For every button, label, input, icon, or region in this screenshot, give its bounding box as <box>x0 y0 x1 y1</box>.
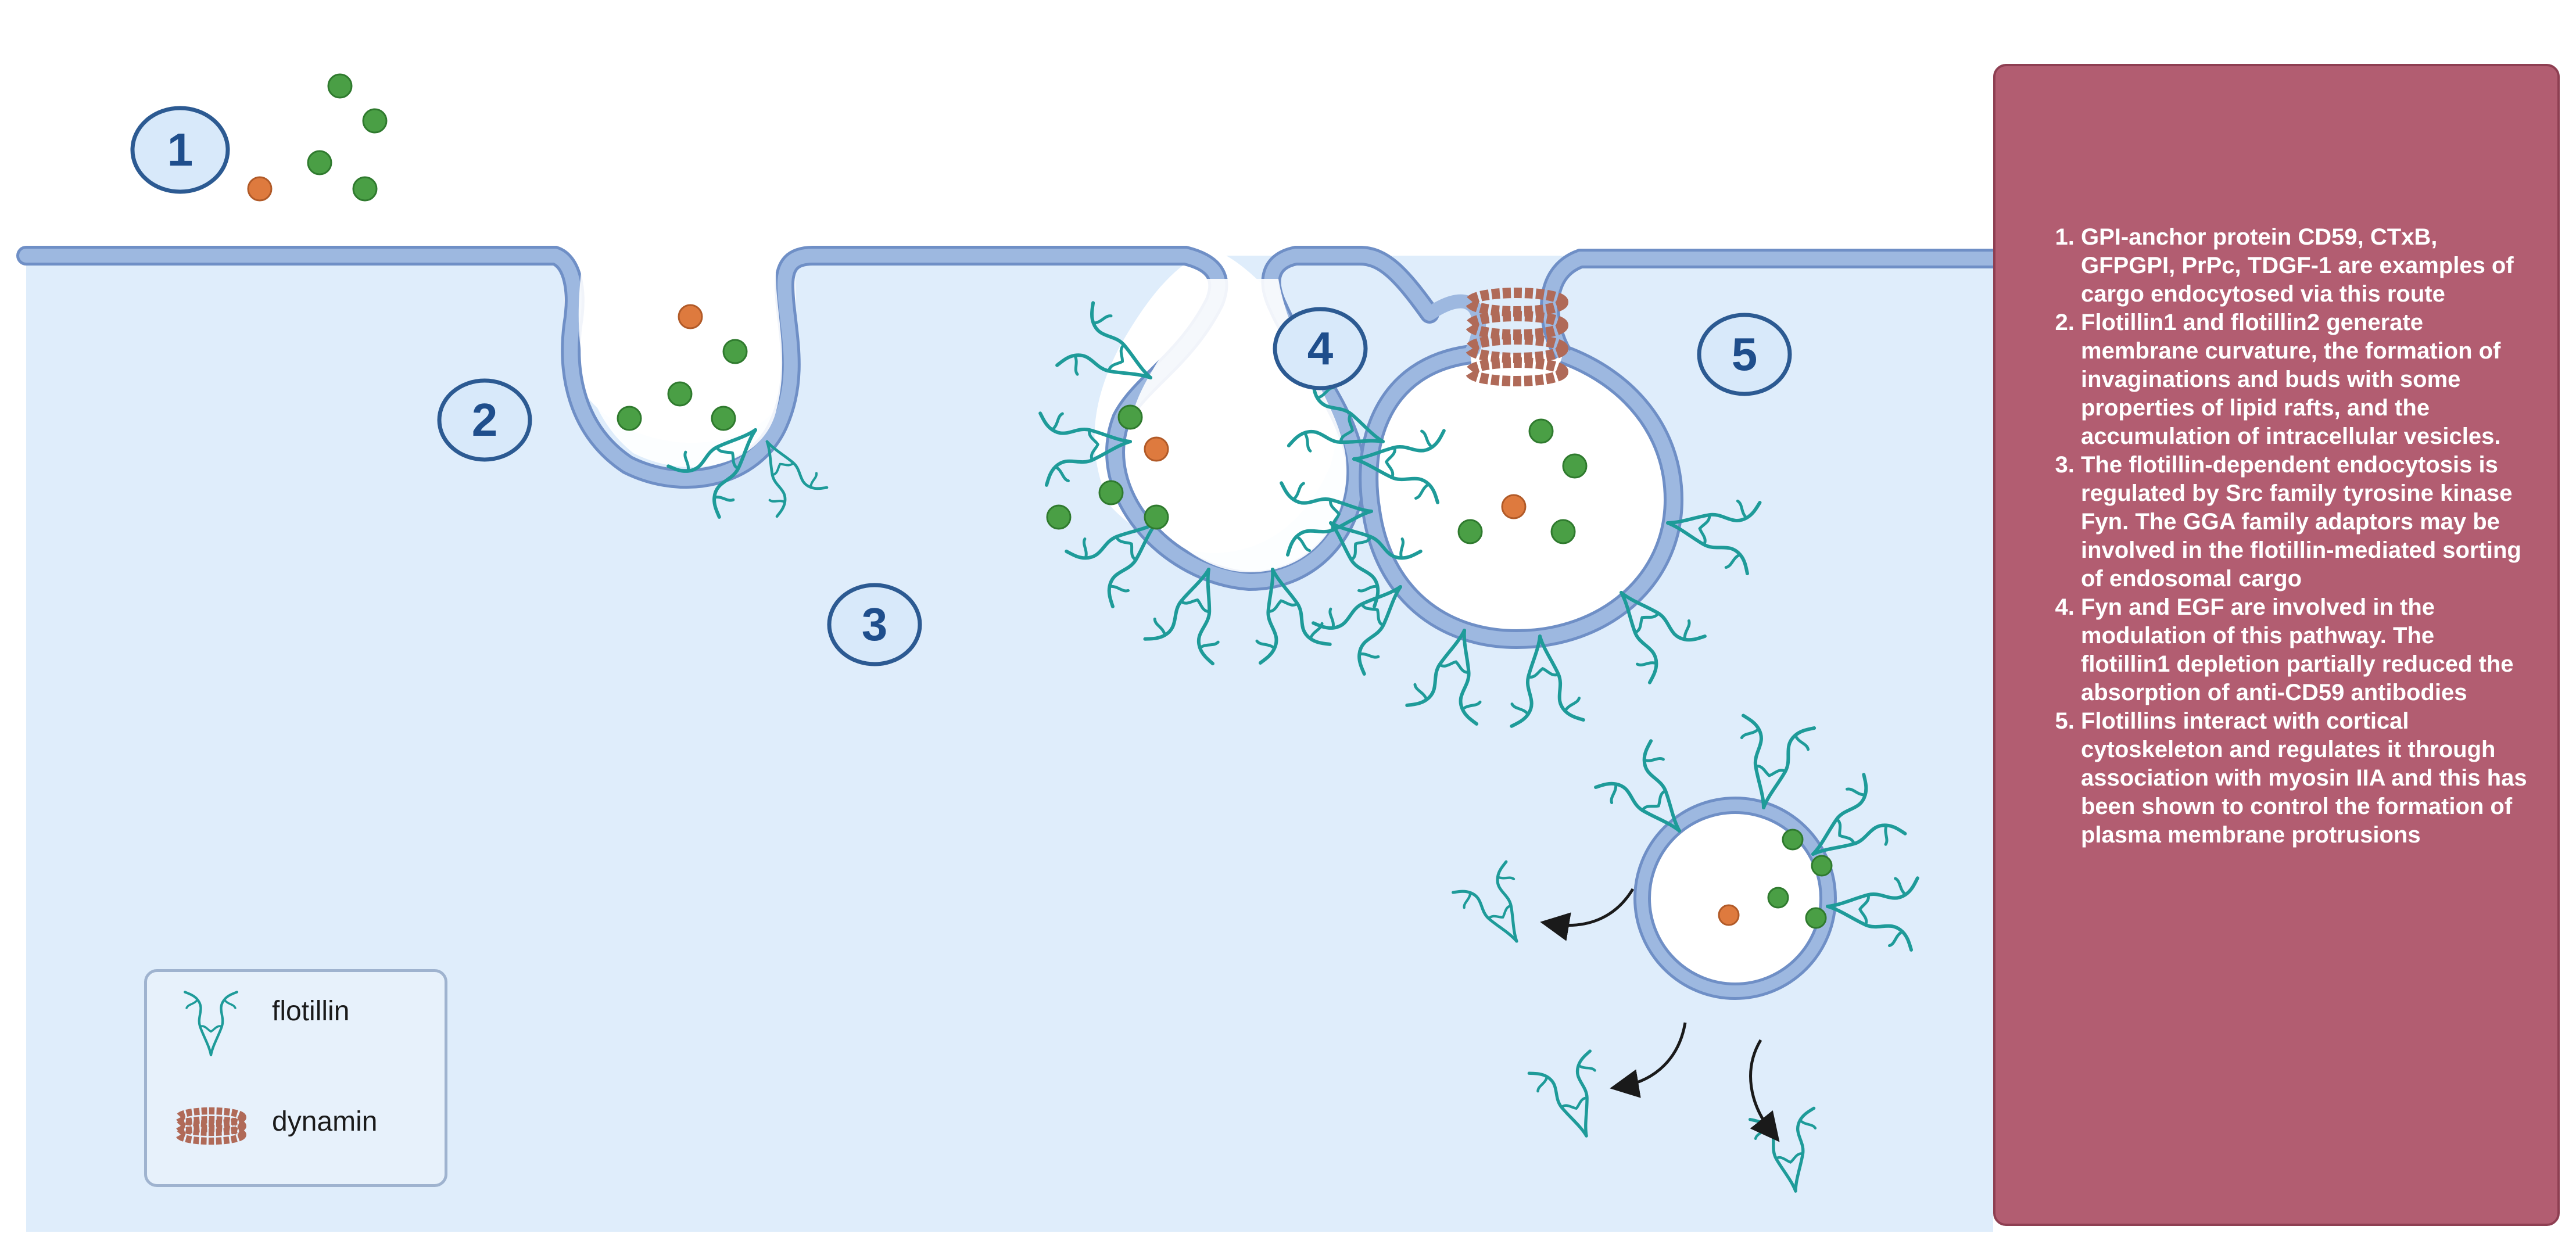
step-4-label: 4 <box>1307 322 1334 374</box>
note-item: GPI-anchor protein CD59, CTxB, GFPGPI, P… <box>2081 223 2528 309</box>
legend-flotillin-label: flotillin <box>272 996 350 1027</box>
note-item: Flotillin1 and flotillin2 generate membr… <box>2081 309 2528 451</box>
arrow-icon <box>1540 888 1635 941</box>
cargo-green <box>617 406 642 431</box>
step-2-badge: 2 <box>437 378 532 462</box>
cargo-orange <box>678 304 703 329</box>
cargo-green <box>352 176 378 202</box>
arrow-icon <box>1610 1022 1687 1098</box>
flotillin-icon <box>164 984 257 1059</box>
note-item: The flotillin-dependent endocytosis is r… <box>2081 451 2528 593</box>
cargo-green <box>362 108 388 134</box>
note-item: Fyn and EGF are involved in the modulati… <box>2081 593 2528 707</box>
step-1-badge: 1 <box>130 106 230 194</box>
cargo-green <box>1767 887 1789 909</box>
cargo-orange <box>1144 436 1169 462</box>
note-item: Flotillins interact with cortical cytosk… <box>2081 707 2528 849</box>
step-1-label: 1 <box>167 124 194 175</box>
legend: flotillin dynamin <box>144 969 447 1187</box>
cargo-green <box>1562 453 1588 479</box>
cargo-green <box>711 406 736 431</box>
step-5-label: 5 <box>1732 328 1758 380</box>
cargo-green <box>327 73 353 99</box>
cargo-green <box>1805 907 1827 929</box>
cargo-green <box>1811 855 1833 877</box>
step-5-badge: 5 <box>1697 313 1792 396</box>
cargo-green <box>1782 829 1804 851</box>
cargo-orange <box>1501 494 1527 519</box>
step-2-label: 2 <box>472 394 498 446</box>
cargo-green <box>1144 504 1169 530</box>
cargo-orange <box>247 176 273 202</box>
cargo-green <box>1528 418 1554 444</box>
notes-list: GPI-anchor protein CD59, CTxB, GFPGPI, P… <box>2051 223 2528 849</box>
cargo-green <box>1550 519 1576 544</box>
dynamin-icon <box>173 1100 249 1152</box>
arrow-icon <box>1749 1039 1780 1142</box>
cargo-green <box>1117 404 1143 430</box>
legend-dynamin-label: dynamin <box>272 1106 378 1137</box>
step-3-label: 3 <box>862 598 888 650</box>
cargo-orange <box>1718 904 1740 926</box>
cargo-green <box>1046 504 1072 530</box>
cargo-green <box>722 339 748 364</box>
cargo-green <box>1457 519 1483 544</box>
cargo-green <box>667 381 693 407</box>
step-3-badge: 3 <box>827 583 922 666</box>
notes-panel: GPI-anchor protein CD59, CTxB, GFPGPI, P… <box>1993 64 2560 1226</box>
cargo-green <box>1098 480 1124 505</box>
cargo-green <box>307 150 332 175</box>
step-4-badge: 4 <box>1273 307 1368 390</box>
